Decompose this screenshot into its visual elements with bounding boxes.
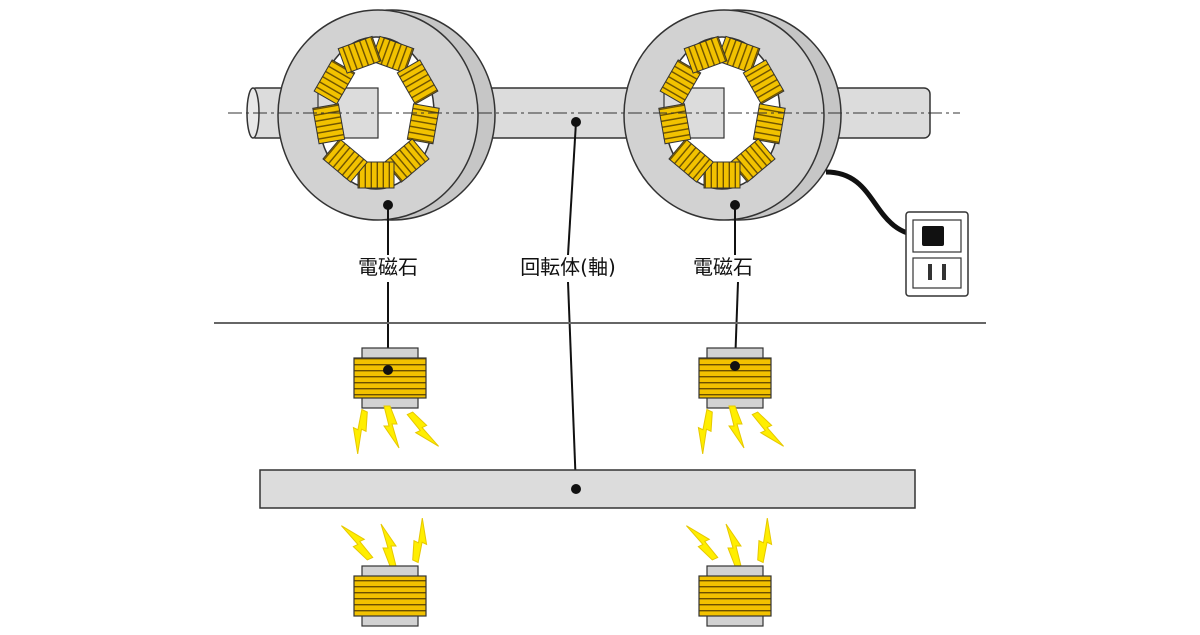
coil-icon xyxy=(396,59,439,105)
coil-icon xyxy=(658,103,692,145)
lightning-bolt-icon xyxy=(728,405,745,449)
lightning-bolt-icon xyxy=(725,523,742,567)
electromagnet-ring-right xyxy=(623,9,842,221)
coil-icon xyxy=(742,59,785,105)
lightning-bolt-icon xyxy=(686,525,719,561)
leader-lines xyxy=(383,117,740,256)
lightning-bolt-icon xyxy=(352,408,368,455)
lightning-bolt-icon xyxy=(751,411,784,447)
lightning-bolt-icon xyxy=(697,408,713,455)
coil-icon xyxy=(668,138,714,183)
rotor-bar xyxy=(259,469,916,509)
coil-icon xyxy=(322,138,368,183)
lightning-bolt-icon xyxy=(341,525,374,561)
coil-icon xyxy=(659,59,702,105)
top-view: 電磁石 回転体(軸) 電磁石 xyxy=(228,9,969,489)
coil-set-left xyxy=(312,35,440,189)
schematic-view xyxy=(259,347,916,627)
power-outlet-icon xyxy=(905,211,969,297)
coil-icon xyxy=(683,35,728,74)
label-electromagnet-left: 電磁石 xyxy=(358,255,418,279)
lightning-bolt-icon xyxy=(383,405,400,449)
coil-set-right xyxy=(658,35,786,189)
coil-icon xyxy=(698,565,772,627)
electromagnet-ring-left xyxy=(277,9,496,221)
coil-icon xyxy=(313,59,356,105)
coil-icon xyxy=(353,347,427,409)
coil-icon xyxy=(698,347,772,409)
coil-icon xyxy=(752,103,786,145)
coil-icon xyxy=(406,103,440,145)
leader-rotor-to-bar xyxy=(567,281,577,489)
coil-icon xyxy=(353,565,427,627)
lightning-bolt-icon xyxy=(757,517,773,564)
lightning-bolt-icon xyxy=(406,411,439,447)
label-electromagnet-right: 電磁石 xyxy=(693,255,753,279)
lightning-bolt-icon xyxy=(412,517,428,564)
label-rotor-shaft: 回転体(軸) xyxy=(520,255,616,279)
plug-icon xyxy=(922,226,944,246)
magnetic-force-bolts xyxy=(341,405,784,567)
coil-icon xyxy=(312,103,346,145)
lightning-bolt-icon xyxy=(380,523,397,567)
coil-icon xyxy=(337,35,382,74)
